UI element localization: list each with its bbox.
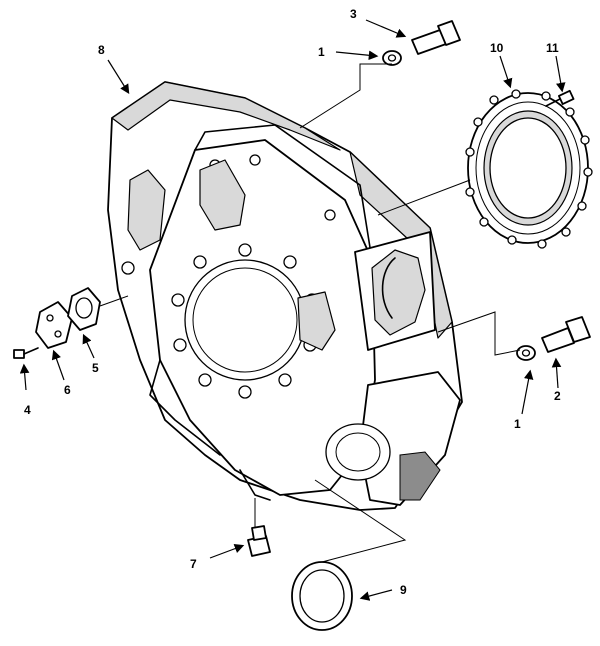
top-washer bbox=[382, 50, 402, 66]
cover-screw bbox=[13, 347, 39, 359]
callout-label-8: 8 bbox=[98, 43, 105, 57]
leader-lines bbox=[99, 63, 521, 563]
drain-plug bbox=[247, 525, 271, 557]
callout-label-9: 9 bbox=[400, 583, 407, 597]
callout-label-4: 4 bbox=[24, 403, 31, 417]
callout-label-11: 11 bbox=[546, 41, 559, 55]
callout-arrows bbox=[19, 19, 566, 601]
callout-label-1-top: 1 bbox=[318, 45, 325, 59]
callout-label-1-right: 1 bbox=[514, 417, 521, 431]
callout-label-6: 6 bbox=[64, 383, 71, 397]
callout-label-3: 3 bbox=[350, 7, 357, 21]
seal-ring bbox=[291, 561, 353, 631]
flywheel-housing bbox=[107, 81, 463, 511]
cover-plate bbox=[35, 301, 73, 349]
callout-label-2: 2 bbox=[554, 389, 561, 403]
gasket bbox=[67, 287, 101, 331]
callout-label-10: 10 bbox=[490, 41, 504, 55]
right-bolt bbox=[541, 316, 591, 353]
callout-label-7: 7 bbox=[190, 557, 197, 571]
top-bolt bbox=[411, 20, 461, 55]
callout-labels: 3 1 8 10 11 5 6 4 2 1 7 9 bbox=[24, 7, 561, 597]
rear-seal-cover bbox=[465, 89, 593, 249]
cover-bolt bbox=[545, 89, 575, 107]
callout-label-5: 5 bbox=[92, 361, 99, 375]
right-washer bbox=[516, 345, 536, 361]
